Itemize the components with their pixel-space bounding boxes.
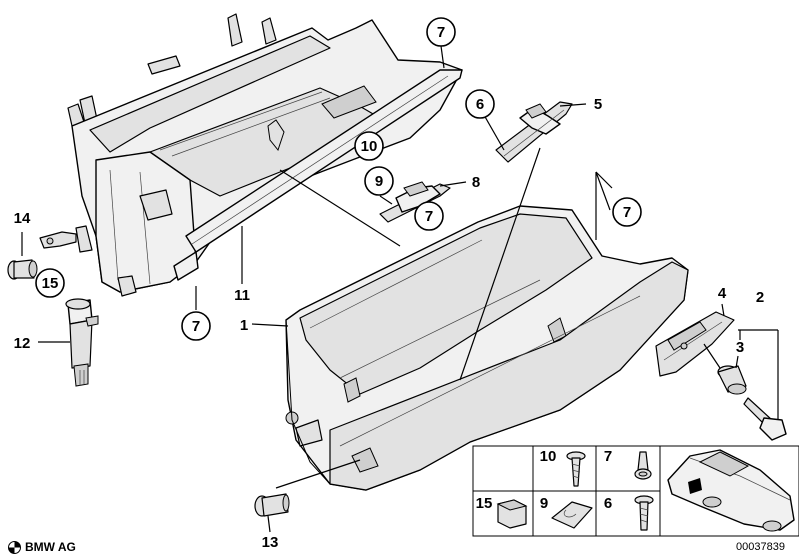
callout-2: 2 — [756, 289, 764, 306]
callout-10: 10 — [354, 131, 384, 161]
svg-text:10: 10 — [361, 138, 378, 155]
lock-cylinder — [717, 365, 747, 395]
callout-7-b: 7 — [414, 201, 444, 231]
legend-item-expanding-rivet: 7 — [604, 448, 652, 480]
svg-text:7: 7 — [437, 24, 445, 41]
callout-15: 15 — [35, 268, 65, 298]
callout-14: 14 — [14, 210, 31, 227]
svg-text:7: 7 — [425, 208, 433, 225]
svg-text:4: 4 — [718, 285, 727, 302]
svg-text:2: 2 — [756, 289, 764, 306]
svg-text:13: 13 — [262, 534, 279, 551]
svg-text:15: 15 — [42, 275, 59, 292]
callout-12: 12 — [14, 335, 31, 352]
callout-3: 3 — [736, 339, 744, 356]
callout-8: 8 — [472, 174, 480, 191]
callout-1: 1 — [240, 317, 248, 334]
key — [743, 397, 787, 441]
bmw-roundel-icon — [8, 540, 21, 554]
legend-item-clip-nut: 15 — [476, 495, 528, 529]
callout-7-c: 7 — [612, 197, 642, 227]
callout-13: 13 — [262, 534, 279, 551]
callout-6: 6 — [465, 89, 495, 119]
callout-7-a: 7 — [426, 17, 456, 47]
svg-text:10: 10 — [540, 448, 557, 465]
callout-5: 5 — [594, 96, 602, 113]
svg-text:7: 7 — [604, 448, 612, 465]
callout-7-d: 7 — [181, 311, 211, 341]
switch — [65, 298, 99, 387]
glovebox-housing — [67, 13, 463, 297]
svg-text:5: 5 — [594, 96, 602, 113]
glovebox-lid — [285, 205, 689, 491]
small-parts-legend: 10 7 15 9 6 — [472, 445, 799, 537]
vehicle-location-illustration — [667, 449, 795, 532]
bmw-logo: BMW AG — [8, 540, 76, 554]
document-number: 00037839 — [736, 541, 785, 553]
svg-text:8: 8 — [472, 174, 480, 191]
svg-text:11: 11 — [234, 287, 250, 304]
hinge-pin — [254, 493, 290, 517]
callout-4: 4 — [718, 285, 727, 302]
svg-text:15: 15 — [476, 495, 493, 512]
callout-11: 11 — [234, 287, 250, 304]
expanding-rivet-left — [7, 259, 38, 280]
svg-text:7: 7 — [623, 204, 631, 221]
svg-text:7: 7 — [192, 318, 200, 335]
mount-clip — [39, 231, 77, 249]
legend-item-screw: 10 — [540, 448, 586, 487]
leader-lines — [21, 45, 779, 533]
callout-9: 9 — [364, 166, 394, 196]
svg-text:6: 6 — [604, 495, 612, 512]
legend-item-oval-head-screw: 6 — [604, 495, 654, 531]
svg-text:1: 1 — [240, 317, 248, 334]
brand-text: BMW AG — [25, 540, 76, 554]
lock-mechanism — [655, 311, 735, 377]
svg-text:14: 14 — [14, 210, 31, 227]
svg-text:9: 9 — [375, 173, 383, 190]
svg-text:6: 6 — [476, 96, 484, 113]
svg-text:9: 9 — [540, 495, 548, 512]
legend-item-spring-nut: 9 — [540, 495, 593, 529]
svg-text:3: 3 — [736, 339, 744, 356]
latch-bracket — [379, 181, 451, 223]
svg-text:12: 12 — [14, 335, 31, 352]
hinge-bracket — [495, 101, 573, 163]
